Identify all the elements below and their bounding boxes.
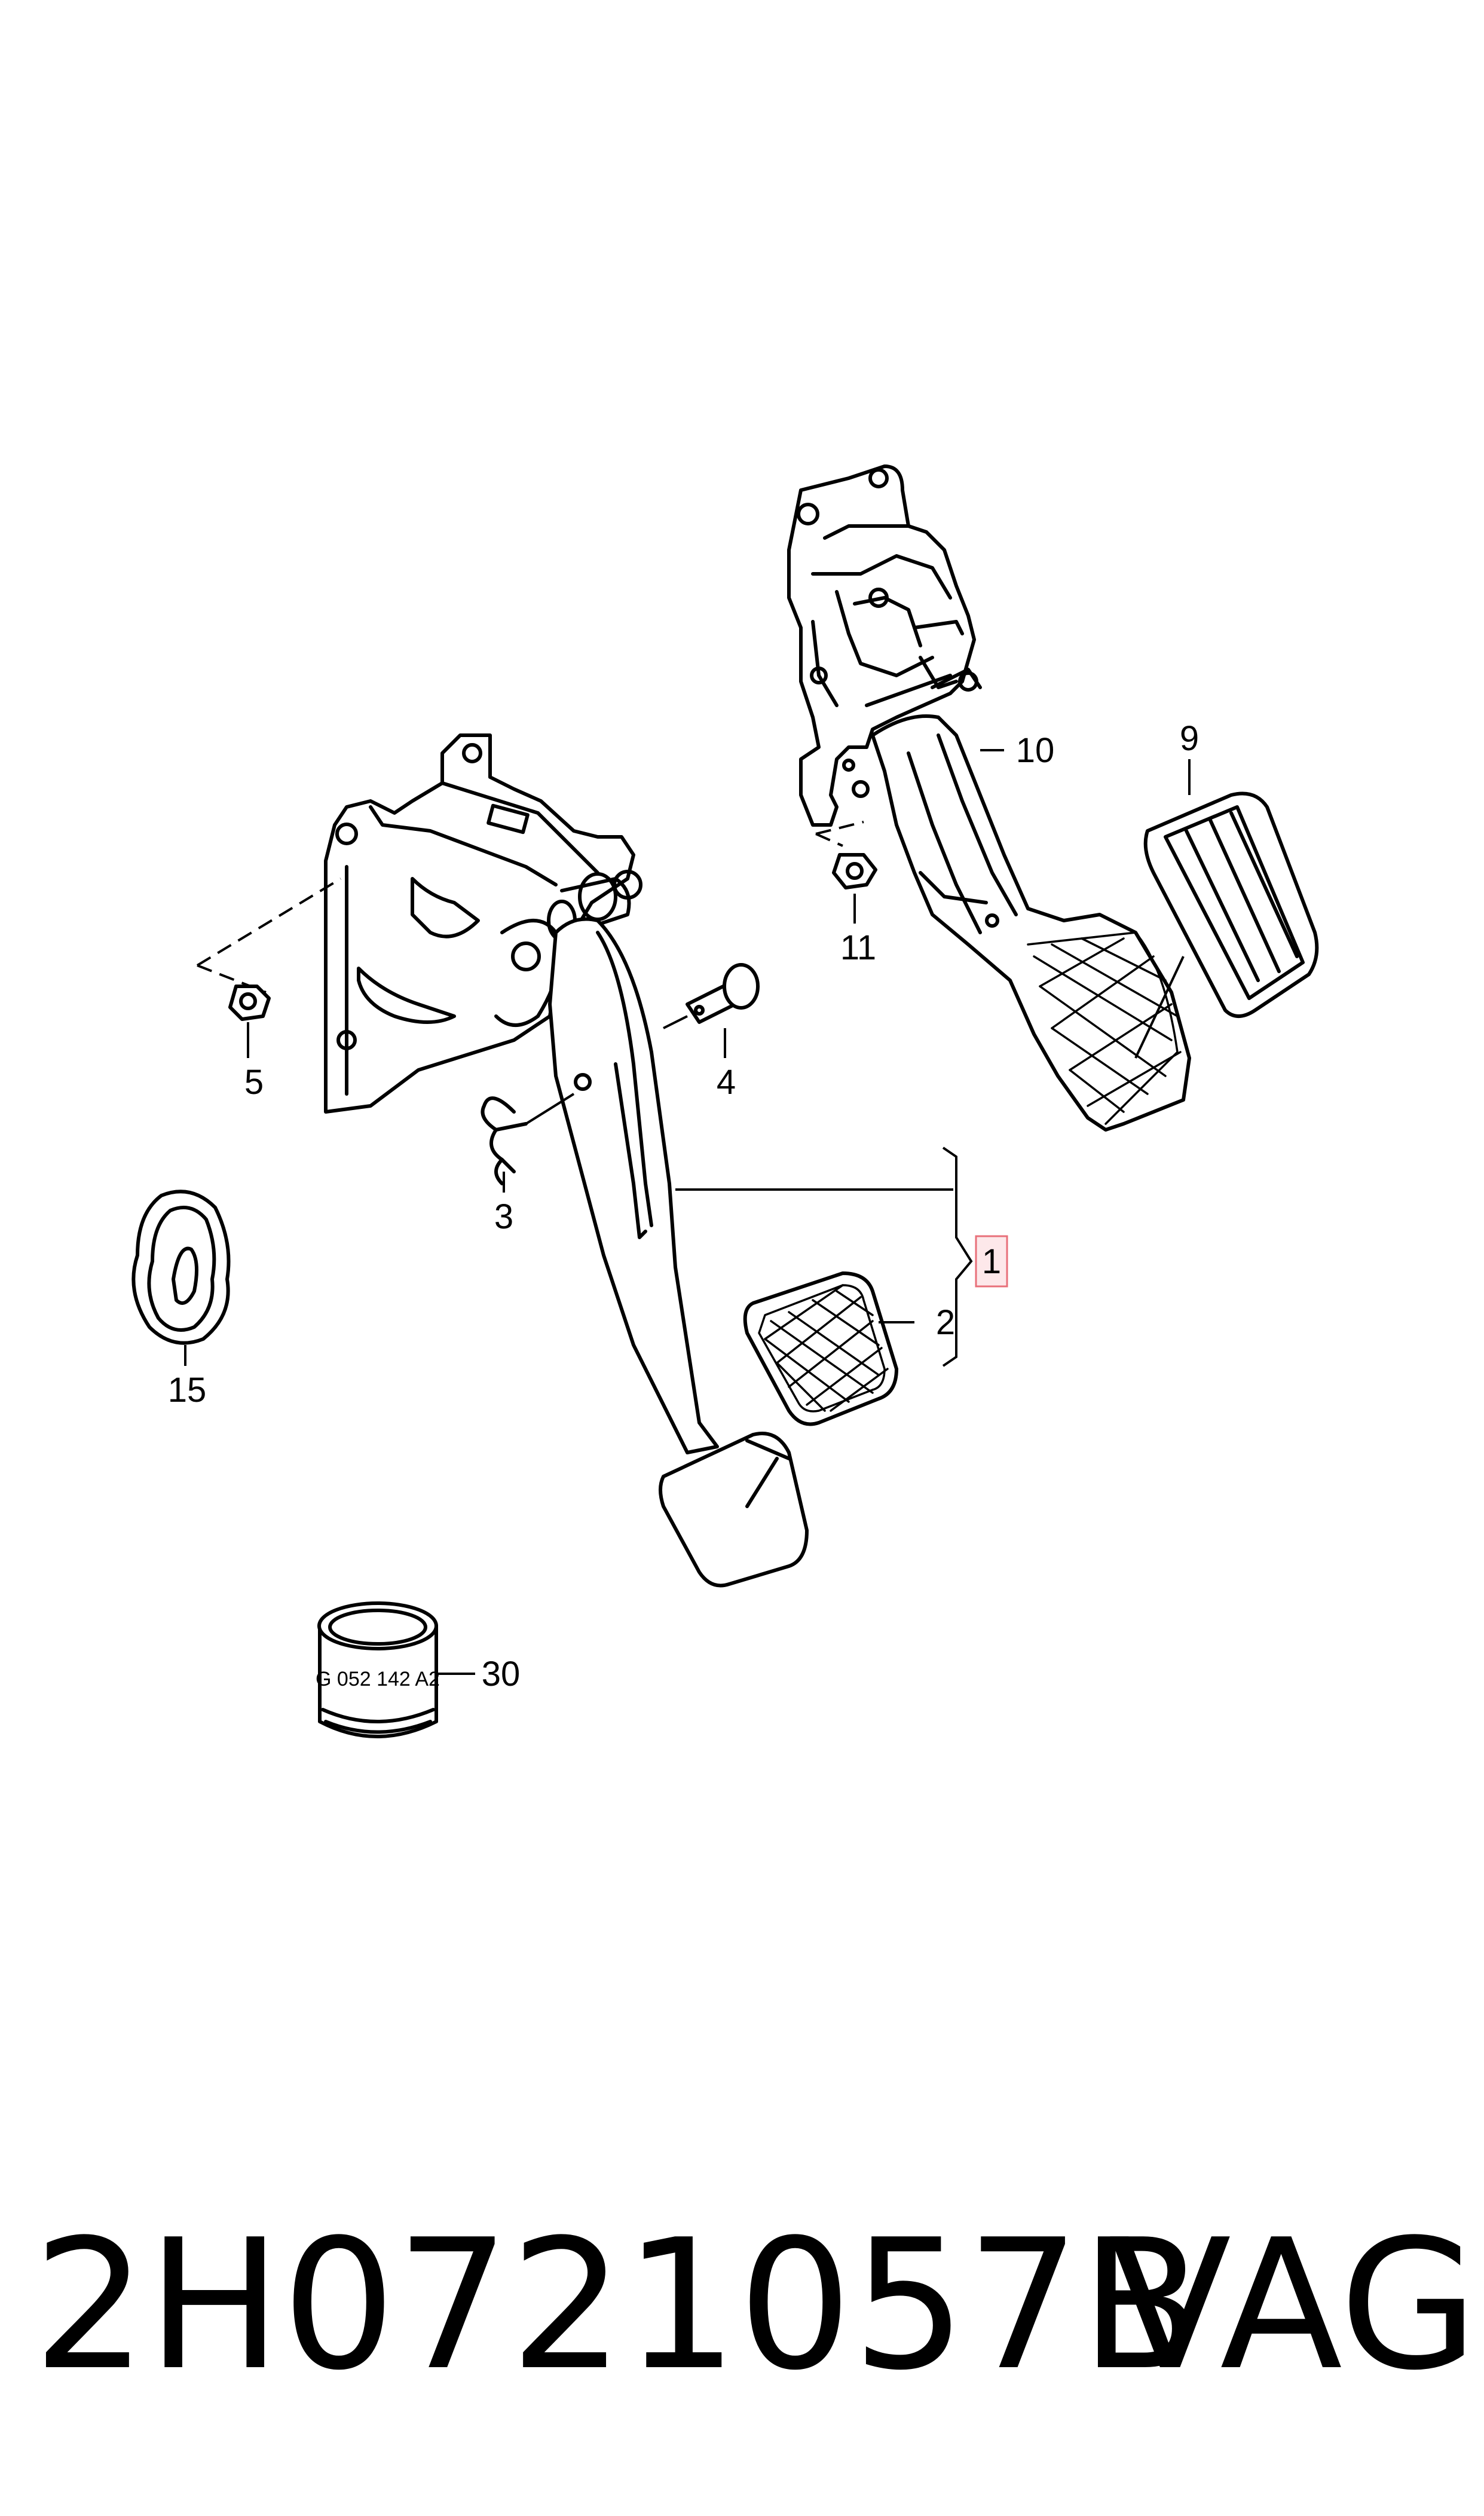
accelerator-pedal-lever bbox=[871, 714, 1191, 1132]
clevis-pin bbox=[663, 963, 760, 1029]
callout-30: 30 bbox=[482, 1655, 521, 1693]
callout-4: 4 bbox=[717, 1063, 736, 1102]
brand-name: VAG bbox=[1109, 2201, 1478, 2410]
callout-3: 3 bbox=[494, 1197, 513, 1236]
accelerator-pad-cover bbox=[1143, 791, 1319, 1018]
callout-1-highlight bbox=[975, 1235, 1008, 1288]
callout-5: 5 bbox=[244, 1063, 264, 1102]
nut-11 bbox=[832, 853, 877, 889]
callouts: 1 2 3 4 5 9 10 11 15 30 G 052 142 A2 bbox=[168, 719, 1199, 1693]
bushing-marking: G 052 142 A2 bbox=[316, 1668, 440, 1690]
bushing bbox=[317, 1601, 438, 1738]
gasket bbox=[131, 1190, 231, 1345]
callout-10: 10 bbox=[1016, 731, 1055, 770]
callout-15: 15 bbox=[168, 1371, 207, 1410]
callout-11: 11 bbox=[840, 928, 876, 967]
nut-5 bbox=[228, 985, 271, 1021]
pedal-bracket bbox=[196, 733, 642, 1114]
callout-1: 1 bbox=[982, 1242, 1001, 1281]
part-number: 2H0721057B bbox=[33, 2201, 1203, 2410]
spring-clip bbox=[481, 1093, 575, 1185]
pedal-pad-cover bbox=[743, 1271, 898, 1426]
callout-9: 9 bbox=[1180, 719, 1199, 758]
clutch-pedal-pad bbox=[659, 1432, 809, 1588]
clutch-pedal-arm bbox=[548, 917, 719, 1454]
leader-lines bbox=[184, 749, 1191, 1675]
callout-2: 2 bbox=[936, 1303, 955, 1342]
accelerator-module bbox=[787, 464, 982, 847]
